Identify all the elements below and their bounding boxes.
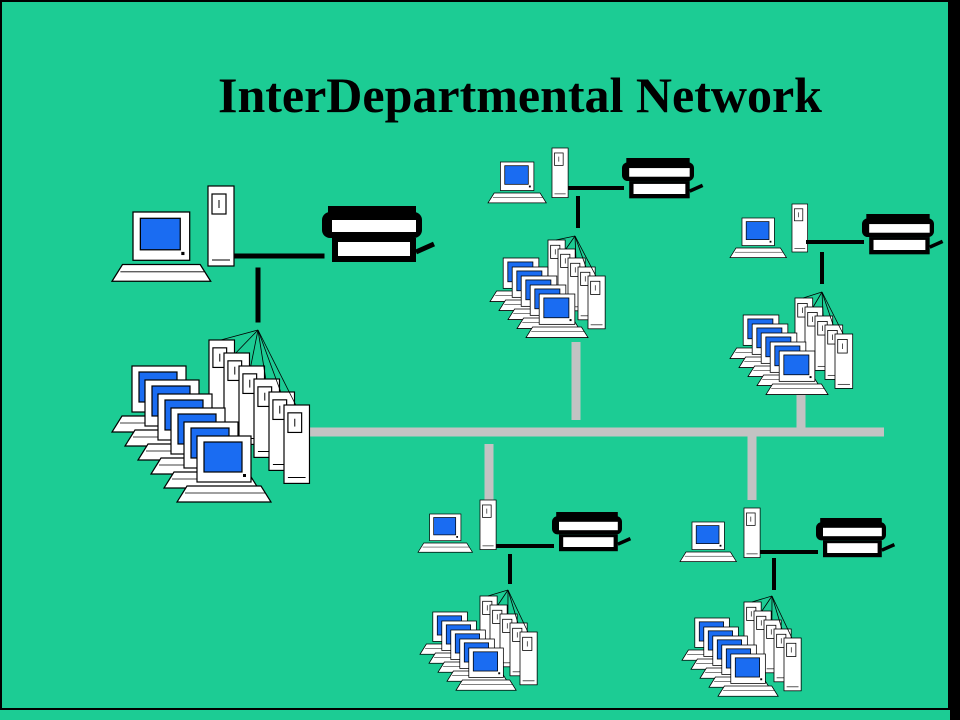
printer-icon (622, 158, 704, 199)
hub-wires (751, 595, 793, 639)
slide-edge-shadow (950, 0, 960, 720)
keyboard-icon (765, 383, 829, 395)
monitor-icon (730, 653, 766, 684)
server-tower-icon (743, 507, 761, 558)
monitor-icon (429, 513, 462, 542)
printer-icon (816, 518, 896, 558)
workstation-icon (679, 521, 738, 562)
slide-title: InterDepartmental Network (218, 67, 822, 123)
server-tower-icon (551, 147, 569, 198)
departments-layer (110, 147, 944, 697)
server-tower-icon (587, 275, 606, 330)
server-tower-icon (834, 333, 854, 389)
monitor-icon (132, 211, 191, 261)
keyboard-icon (455, 679, 517, 691)
server-tower-icon (207, 185, 235, 267)
server-tower-icon (791, 203, 808, 253)
slide-border (0, 0, 950, 710)
keyboard-icon (417, 542, 474, 553)
server-tower-icon (479, 499, 497, 550)
monitor-icon (538, 293, 576, 325)
hub-wires (220, 329, 297, 406)
printer-icon (862, 214, 944, 255)
department-top-center (487, 147, 704, 338)
department-top-right (729, 203, 944, 395)
keyboard-icon (175, 485, 273, 503)
workstation-icon (717, 653, 779, 697)
printer-icon (552, 512, 632, 552)
hub-wires (803, 291, 844, 335)
monitor-icon (691, 521, 725, 550)
department-left (110, 185, 436, 503)
workstation-icon (175, 435, 273, 503)
hub-wires (487, 589, 529, 633)
server-tower-icon (283, 404, 311, 484)
keyboard-icon (729, 247, 788, 258)
keyboard-icon (110, 263, 212, 282)
department-bottom-right (679, 507, 896, 697)
monitor-icon (500, 161, 535, 191)
workstation-icon (525, 293, 589, 338)
server-tower-icon (519, 631, 538, 686)
hub-wires (555, 235, 597, 277)
keyboard-icon (717, 685, 779, 697)
workstation-icon (110, 211, 212, 282)
department-bottom-center (417, 499, 632, 691)
workstation-icon (487, 161, 547, 204)
monitor-icon (741, 217, 775, 246)
server-tower-icon (783, 637, 802, 692)
printer-icon (322, 206, 436, 262)
workstation-icon (765, 350, 829, 395)
monitor-icon (778, 350, 816, 382)
keyboard-icon (525, 326, 589, 338)
keyboard-icon (487, 192, 547, 204)
workstation-icon (417, 513, 474, 553)
workstation-icon (455, 647, 517, 691)
monitor-icon (196, 435, 252, 483)
monitor-icon (468, 647, 504, 678)
keyboard-icon (679, 551, 738, 562)
workstation-icon (729, 217, 788, 258)
